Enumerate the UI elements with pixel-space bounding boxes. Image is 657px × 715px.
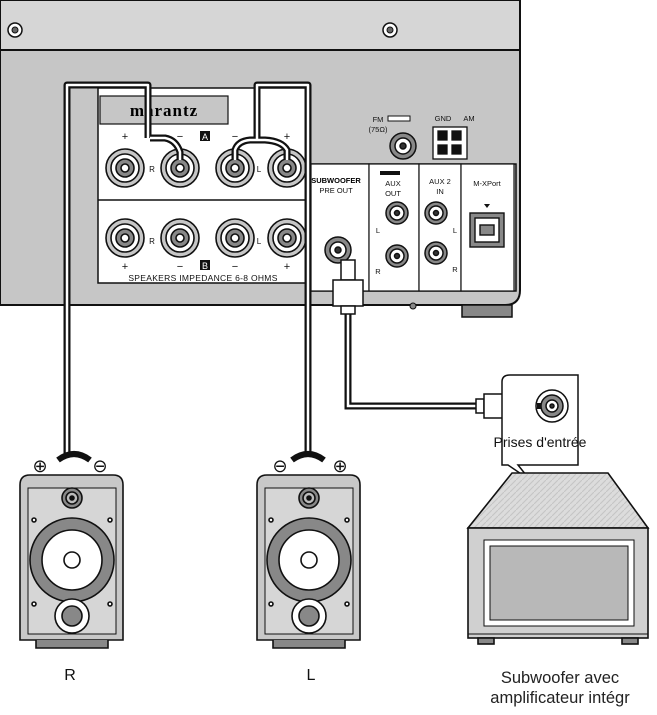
subwoofer-caption-line1: Subwoofer avec [500,669,620,687]
subwoofer-caption-line2: amplificateur intégr [490,689,630,707]
terminal-plus-label: + [284,261,290,273]
receiver-top-rail [0,0,521,51]
brand-logo: marantz [130,101,198,120]
aux2-in-r-label: R [452,265,458,274]
pre-out-label: PRE OUT [319,186,353,195]
left-speaker-minus-symbol: ⊖ [272,456,287,477]
fm-antenna-jack [389,132,417,160]
aux-out-r-label: R [375,267,381,276]
rca-plug-receiver-end [332,259,364,315]
speaker-set-a-label: A [202,132,208,142]
subwoofer-input-jack [535,389,569,423]
right-speaker-label: R [64,667,76,684]
am-antenna-terminal [432,126,468,160]
speaker-cables [63,81,312,455]
receiver: marantz + − A − + R L R L + − B − + [0,0,521,318]
terminal-minus-label: − [177,131,183,143]
right-speaker: ⊕ ⊖ [19,451,124,649]
aux-out-label-1: AUX [385,179,400,188]
terminal-plus-label: + [284,131,290,143]
speaker-set-a-badge [200,131,210,141]
brand-plate [99,95,229,125]
subwoofer-caption: Subwoofer avec amplificateur intégr [465,668,655,708]
subwoofer-pre-out-jack [324,236,352,264]
subwoofer-label: SUBWOOFER [311,176,361,185]
terminal-minus-label: − [177,261,183,273]
aux-out-jacks [385,201,409,268]
mxport-label: M-XPort [473,179,501,188]
right-speaker-minus-symbol: ⊖ [92,456,107,477]
speakers-impedance-label: SPEAKERS IMPEDANCE 6-8 OHMS [128,273,277,283]
speaker-terminals-a [105,148,307,188]
terminal-plus-label: + [122,261,128,273]
mxport-connector [469,212,505,248]
left-speaker-plus-symbol: ⊕ [332,456,347,477]
left-speaker-label: L [307,667,316,684]
terminal-l-label: L [257,165,262,174]
fm-impedance-label: (75Ω) [369,125,388,134]
fm-label: FM [373,115,384,124]
aux2-in-l-label: L [453,226,457,235]
terminal-minus-label: − [232,261,238,273]
aux2-in-jacks [424,201,448,265]
terminal-r-label: R [149,237,155,246]
aux-out-l-label: L [376,226,380,235]
aux2-in-label-2: IN [436,187,444,196]
speaker-set-b-label: B [202,261,208,271]
subwoofer-input-label: Prises d'entrée [494,434,587,450]
aux2-in-label-1: AUX 2 [429,177,451,186]
right-speaker-plus-symbol: ⊕ [32,456,47,477]
subwoofer-unit [466,472,650,645]
receiver-foot [461,304,513,318]
terminal-l-label: L [257,237,262,246]
terminal-minus-label: − [232,131,238,143]
speaker-set-b-badge [200,260,210,270]
speaker-terminals-b [105,218,307,258]
aux-out-label-2: OUT [385,189,401,198]
terminal-plus-label: + [122,131,128,143]
am-label: AM [463,114,474,123]
terminal-r-label: R [149,165,155,174]
subwoofer-input-callout: Prises d'entrée [494,374,587,481]
left-speaker: ⊖ ⊕ [256,451,361,649]
gnd-label: GND [435,114,452,123]
